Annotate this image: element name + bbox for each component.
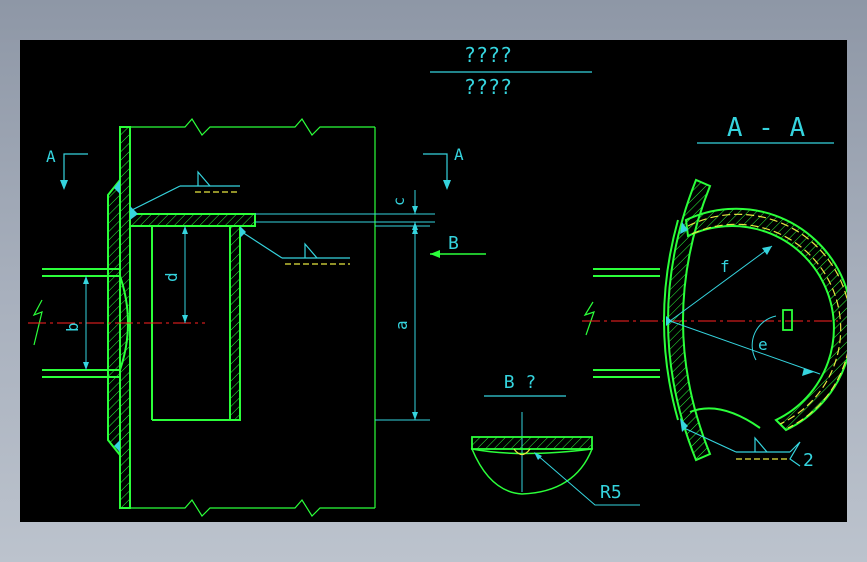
cad-viewport[interactable]: ???? ???? A - A bbox=[20, 40, 847, 522]
detail-profile bbox=[470, 448, 594, 495]
section-marker-left: A bbox=[46, 147, 56, 166]
top-plate bbox=[129, 213, 256, 227]
weld-symbol-top bbox=[131, 170, 240, 211]
aa-shell bbox=[667, 178, 712, 462]
section-title: A - A bbox=[697, 113, 834, 144]
front-view: c a d b A A B bbox=[28, 117, 486, 517]
title-bottom: ???? bbox=[464, 75, 512, 99]
dim-a-label: a bbox=[392, 320, 411, 330]
dim-b-label: b bbox=[63, 322, 82, 332]
dim-d-label: d bbox=[162, 272, 181, 282]
weld-symbol-mid bbox=[241, 231, 350, 265]
section-marker-left-lines bbox=[63, 153, 88, 185]
aa-welds bbox=[666, 222, 688, 432]
dimensions-front bbox=[85, 190, 435, 421]
section-title-text: A - A bbox=[727, 113, 806, 143]
aa-pipe bbox=[583, 268, 660, 378]
detail-plate bbox=[471, 436, 593, 450]
view-b-label: B bbox=[448, 233, 459, 254]
aa-weld-symbol bbox=[683, 427, 801, 467]
detail-title: B ? bbox=[504, 372, 537, 393]
detail-b-view: B ? R5 bbox=[470, 372, 640, 506]
section-marker-right-lines bbox=[423, 153, 448, 185]
technical-drawing: ???? ???? A - A bbox=[28, 43, 847, 517]
wall-plate bbox=[107, 126, 131, 509]
r5-leader bbox=[535, 453, 640, 506]
cylinder-outline bbox=[130, 117, 376, 517]
aa-ring bbox=[684, 207, 847, 432]
view-b-arrowhead bbox=[430, 250, 440, 258]
aa-radius-lines bbox=[669, 245, 821, 375]
dim-e-label: e bbox=[758, 335, 768, 354]
dim-f-label: f bbox=[720, 257, 730, 276]
title-top: ???? bbox=[464, 43, 512, 67]
section-aa-view: f e 2 bbox=[582, 178, 847, 471]
radius-label: R5 bbox=[600, 482, 622, 503]
title-block: ???? ???? bbox=[430, 43, 592, 99]
inner-wall bbox=[229, 225, 241, 421]
dimension-arrows bbox=[83, 206, 418, 420]
part-number: 2 bbox=[803, 450, 814, 471]
dim-c-label: c bbox=[390, 197, 408, 206]
section-marker-right: A bbox=[454, 145, 464, 164]
section-arrow-left bbox=[60, 180, 68, 190]
section-arrow-right bbox=[443, 180, 451, 190]
